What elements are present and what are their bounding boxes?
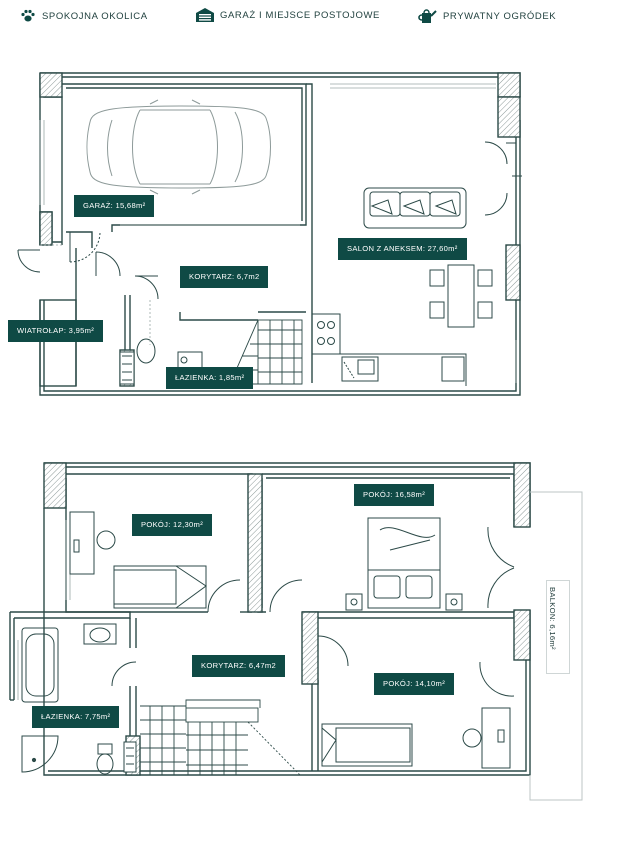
label-balcony: BALKON: 6,16m²: [546, 580, 570, 674]
dining-table: [429, 264, 493, 328]
feature-quiet-area: SPOKOJNA OKOLICA: [20, 8, 148, 24]
paw-icon: [21, 9, 35, 22]
label-corridor-first: KORYTARZ: 6,47m2: [192, 655, 285, 677]
entrance-door: [17, 249, 41, 273]
garage-icon: [196, 8, 214, 22]
label-windbreak: WIATROŁAP: 3,95m²: [8, 320, 104, 342]
feature-garage: GARAŻ I MIEJSCE POSTOJOWE: [196, 8, 380, 22]
terrace-door: [484, 141, 522, 216]
garage-inner-door: [69, 231, 101, 263]
label-bathroom-first: ŁAZIENKA: 7,75m²: [32, 706, 120, 728]
feature-garden: PRYWATNY OGRÓDEK: [417, 8, 556, 24]
label-room-a: POKÓJ: 12,30m²: [132, 514, 213, 536]
car-outline: [86, 99, 271, 195]
label-garage: GARAŻ: 15,68m²: [74, 195, 155, 217]
corridor-door: [95, 251, 159, 300]
corridor-doors: [111, 579, 349, 687]
first-floor: [9, 462, 583, 801]
ground-floor: [17, 72, 522, 396]
label-bathroom-ground: ŁAZIENKA: 1,85m²: [166, 367, 254, 389]
room-c-door: [479, 661, 515, 697]
feature-quiet-area-label: SPOKOJNA OKOLICA: [42, 10, 148, 22]
first-floor-walls: [9, 462, 531, 776]
sofa: [363, 187, 467, 229]
watering-can-icon: [418, 9, 437, 23]
room-a-furniture: [69, 511, 207, 609]
ground-floor-windows: [39, 83, 496, 226]
feature-garage-label: GARAŻ I MIEJSCE POSTOJOWE: [220, 9, 380, 21]
room-b-furniture: [345, 517, 463, 611]
kitchen-counter: [311, 313, 467, 386]
staircase-first: [140, 699, 301, 776]
bathroom-fixtures: [21, 623, 137, 775]
door-clearance-lines: [40, 244, 151, 345]
room-c-furniture: [321, 707, 511, 769]
label-balcony-text: BALKON: 6,16m²: [548, 587, 557, 650]
feature-garden-label: PRYWATNY OGRÓDEK: [443, 10, 557, 22]
label-living-room: SALON Z ANEKSEM: 27,60m²: [338, 238, 467, 260]
label-room-b: POKÓJ: 16,58m²: [354, 484, 435, 506]
label-corridor-ground: KORYTARZ: 6,7m2: [180, 266, 269, 288]
room-b-door: [487, 526, 515, 609]
label-room-c: POKÓJ: 14,10m²: [374, 673, 455, 695]
